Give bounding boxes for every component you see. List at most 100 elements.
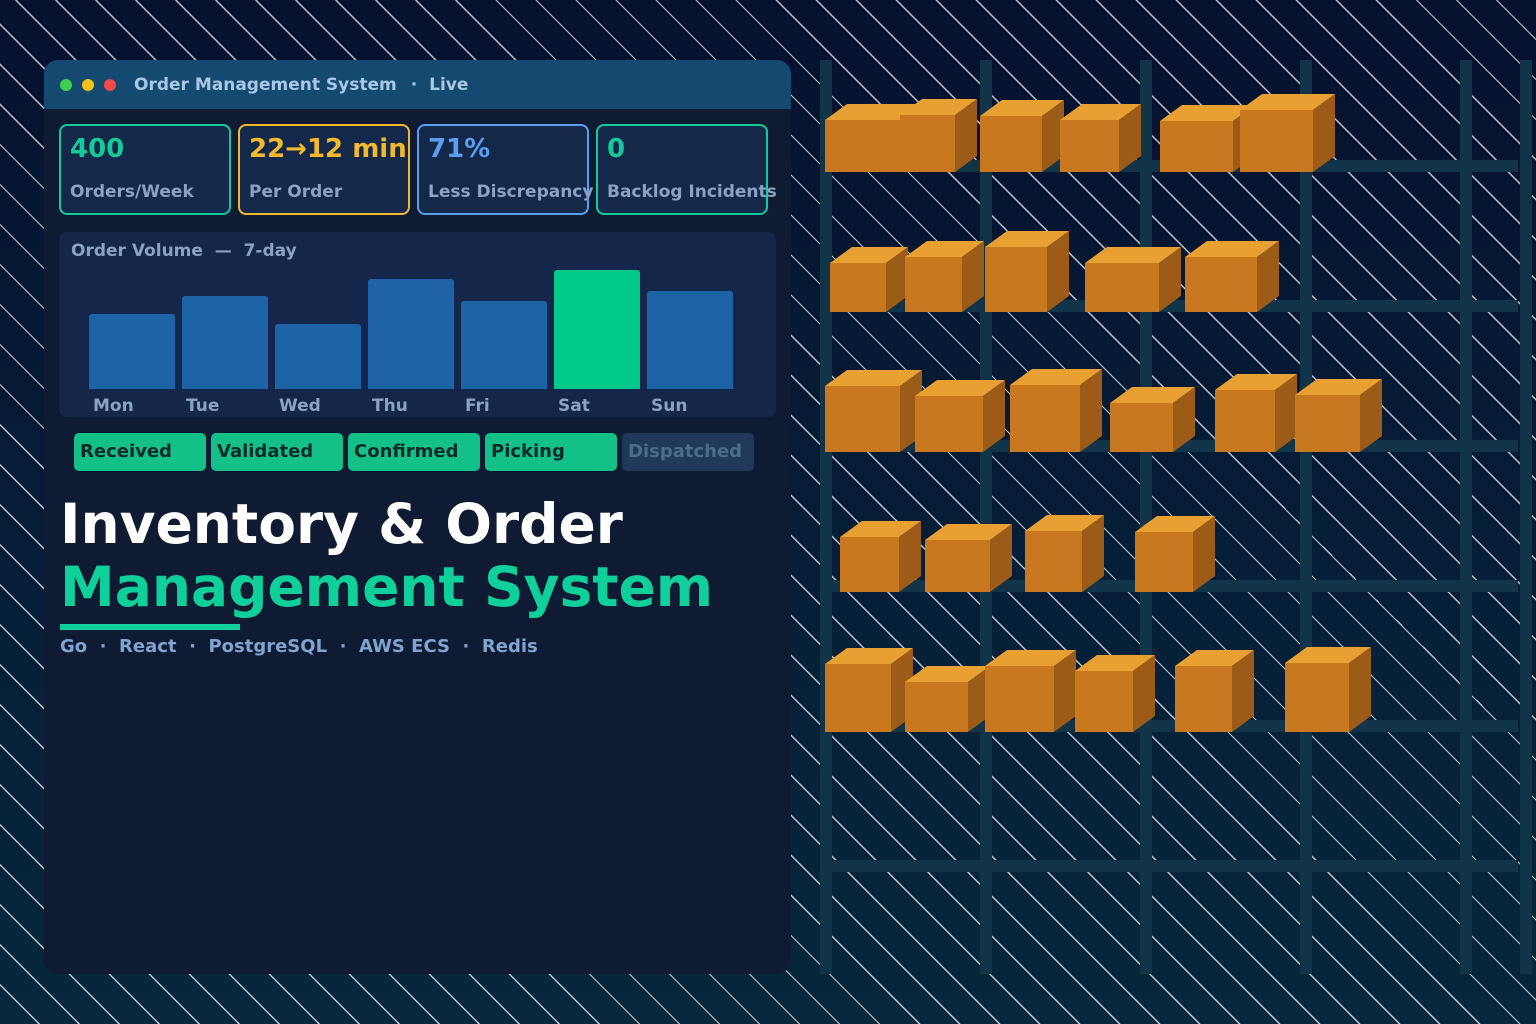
bar-fri [461,301,547,389]
inventory-box [1240,110,1313,172]
inventory-box [1010,385,1080,452]
title-bar: Order Management System · Live [44,60,791,109]
inventory-box [1285,663,1349,732]
bar-label: Fri [465,396,490,416]
shelf-post [820,60,832,974]
window-dot-green[interactable] [60,78,72,91]
box-top [1160,105,1255,121]
box-side [990,524,1012,592]
inventory-box [905,682,968,732]
shelf-post [1140,60,1152,974]
box-top [840,521,921,537]
box-side [1360,379,1382,452]
bar-label: Mon [93,396,134,416]
box-side [968,666,990,732]
separator: · [449,636,482,657]
inventory-box [985,247,1047,312]
box-top [830,247,908,263]
bar-thu [368,279,454,389]
box-top [1110,387,1195,403]
box-top [1240,94,1335,110]
headline-underline [60,624,240,630]
box-top [1060,104,1141,120]
inventory-box [825,664,891,732]
pipeline-step-dispatched: Dispatched [622,433,754,471]
box-side [1042,100,1064,172]
box-top [825,648,913,664]
box-top [1285,647,1371,663]
bar-sat [554,270,640,389]
window-title: Order Management System [134,74,397,95]
box-side [983,380,1005,452]
bar-label: Tue [186,396,220,416]
headline-line-2: Management System [60,555,714,619]
stat-label: Less Discrepancy [428,182,594,202]
inventory-box [1215,390,1275,452]
box-side [1119,104,1141,172]
inventory-box [830,263,886,312]
inventory-box [905,257,962,312]
inventory-box [1185,257,1257,312]
box-top [905,241,984,257]
separator: · [87,636,120,657]
tech-item: React [119,636,177,657]
pipeline-step-confirmed: Confirmed [348,433,480,471]
stat-card: 71% Less Discrepancy [417,124,593,215]
inventory-box [1060,120,1119,172]
box-top [1175,650,1254,666]
tech-stack: Go · React · PostgreSQL · AWS ECS · Redi… [60,636,538,657]
bar-label: Thu [372,396,408,416]
box-top [985,231,1069,247]
inventory-box [1085,263,1159,312]
box-top [825,370,922,386]
box-side [1257,241,1279,312]
inventory-box [825,386,900,452]
window-dot-yellow[interactable] [82,78,94,91]
box-top [1025,515,1104,531]
box-top [1135,516,1215,532]
bar-sun [647,291,733,389]
stat-value: 0 [607,134,626,164]
stat-value: 71% [428,134,491,164]
stat-label: Orders/Week [70,182,194,202]
window-dot-red[interactable] [104,78,116,91]
box-top [1185,241,1279,257]
inventory-box [915,396,983,452]
box-side [886,247,908,312]
inventory-box [925,540,990,592]
inventory-box [985,666,1054,732]
box-side [955,99,977,172]
box-side [1133,655,1155,732]
shelf-post [1460,60,1472,974]
live-status: Live [429,74,469,95]
pipeline-step-validated: Validated [211,433,343,471]
inventory-box [1175,666,1232,732]
stat-value: 22→12 min [249,134,407,164]
bar-mon [89,314,175,389]
box-top [1010,369,1102,385]
box-top [980,100,1064,116]
tech-item: Redis [481,636,538,657]
tech-item: PostgreSQL [208,636,328,657]
inventory-box [1025,531,1082,592]
box-side [1349,647,1371,732]
box-side [1275,374,1297,452]
box-side [1159,247,1181,312]
tech-item: Go [60,636,88,657]
box-side [1173,387,1195,452]
bar-label: Sun [651,396,688,416]
shelf-post [1300,60,1312,974]
bar-wed [275,324,361,389]
shelf-post [980,60,992,974]
shelf-post [1520,60,1532,974]
chart-title: Order Volume — 7-day [71,241,297,261]
title-separator: · [410,74,418,95]
pipeline-step-picking: Picking [485,433,617,471]
shelf-beam [820,860,1518,872]
